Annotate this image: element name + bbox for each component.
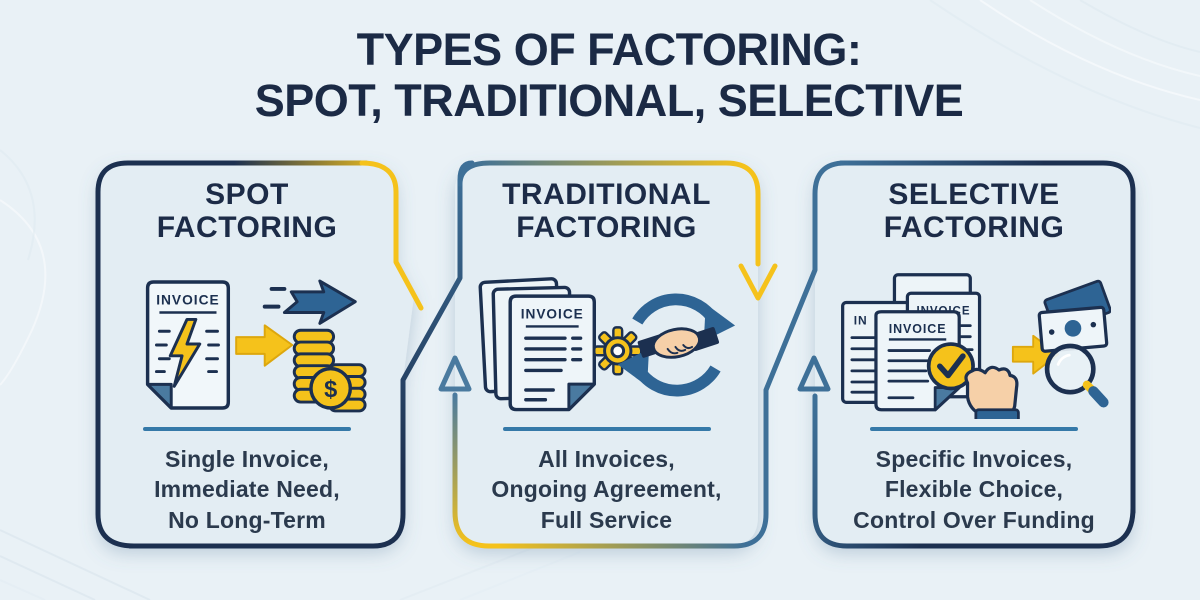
traditional-icon-zone: INVOICE bbox=[475, 275, 739, 415]
hand-pick-icon bbox=[964, 365, 1020, 419]
handshake-cycle-icon bbox=[617, 293, 735, 397]
invoice-label: INVOICE bbox=[156, 293, 220, 308]
card-spot-factoring: SPOT FACTORING INVOICE bbox=[98, 163, 396, 546]
main-title-line1: TYPES OF FACTORING: bbox=[356, 24, 862, 75]
spot-icon-zone: INVOICE bbox=[124, 275, 370, 415]
selective-icon-zone: IN INVOICE INVOICE bbox=[837, 271, 1111, 419]
main-title: TYPES OF FACTORING: SPOT, TRADITIONAL, S… bbox=[0, 24, 1200, 127]
card-traditional-factoring: TRADITIONAL FACTORING INVOICE bbox=[455, 163, 758, 546]
arrow-right-icon bbox=[235, 324, 294, 367]
spot-description: Single Invoice, Immediate Need, No Long-… bbox=[154, 445, 340, 534]
fast-forward-arrow-icon bbox=[262, 279, 357, 325]
invoice-lightning-icon: INVOICE bbox=[145, 280, 231, 410]
divider bbox=[870, 426, 1078, 431]
selective-description: Specific Invoices, Flexible Choice, Cont… bbox=[853, 445, 1095, 534]
divider bbox=[502, 426, 711, 431]
flow-borders bbox=[95, 160, 1136, 549]
divider bbox=[143, 426, 351, 431]
card-title-traditional: TRADITIONAL FACTORING bbox=[502, 178, 711, 244]
in-label: IN bbox=[854, 314, 868, 328]
gear-icon bbox=[592, 326, 642, 376]
card-selective-factoring: SELECTIVE FACTORING IN INVOICE INVOICE bbox=[815, 163, 1133, 546]
down-arrow-right-of-card2 bbox=[738, 223, 778, 301]
money-magnifier-icon bbox=[1037, 279, 1111, 408]
invoice-label: INVOICE bbox=[520, 306, 583, 321]
card-title-spot: SPOT FACTORING bbox=[156, 178, 338, 244]
check-circle-icon bbox=[926, 342, 975, 391]
invoice-selection-icon: IN INVOICE INVOICE bbox=[841, 272, 982, 412]
coin-stack-dollar-icon: $ bbox=[292, 328, 367, 413]
up-arrow-between-card1-card2 bbox=[438, 355, 472, 392]
card-title-selective: SELECTIVE FACTORING bbox=[883, 178, 1065, 244]
traditional-description: All Invoices, Ongoing Agreement, Full Se… bbox=[491, 445, 722, 534]
main-title-line2: SPOT, TRADITIONAL, SELECTIVE bbox=[254, 75, 964, 127]
invoice-stack-icon: INVOICE bbox=[478, 276, 596, 412]
invoice-label: INVOICE bbox=[889, 322, 947, 336]
up-arrow-between-card2-card3 bbox=[797, 355, 831, 392]
dollar-sign: $ bbox=[324, 377, 337, 403]
